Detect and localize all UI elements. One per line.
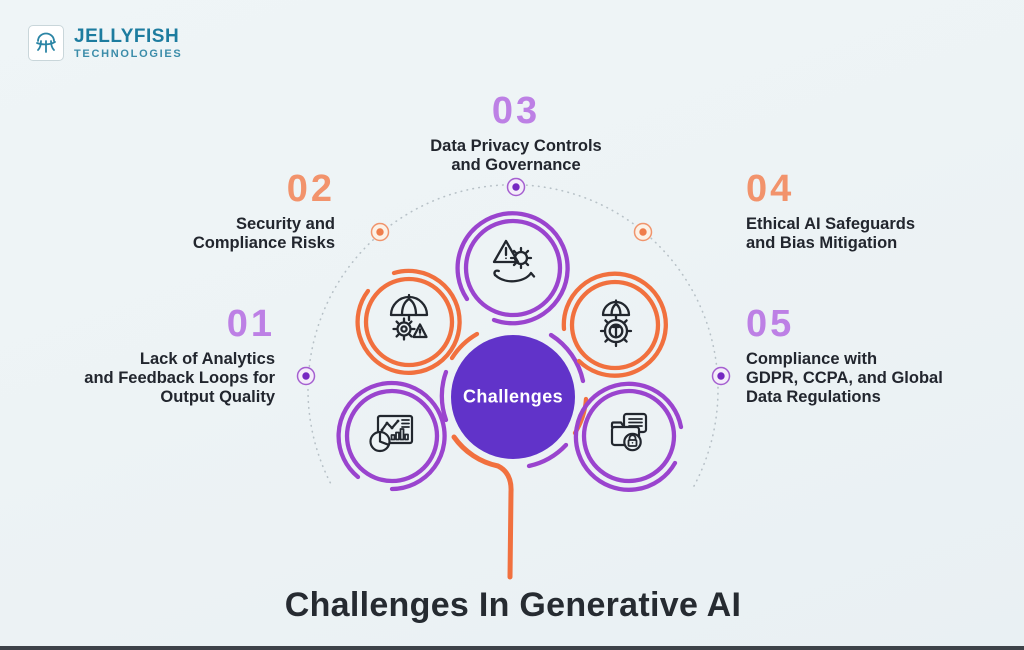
jellyfish-icon — [36, 32, 56, 53]
brand-name: JELLYFISH — [74, 25, 180, 47]
satellite-rings — [336, 211, 684, 492]
item-02: 02 Security and Compliance Risks — [120, 170, 335, 253]
item-01-number: 01 — [226, 303, 275, 345]
marker-dot-04 — [633, 222, 653, 242]
bottom-edge-bar — [0, 646, 1024, 650]
analytics-dashboard-icon — [369, 414, 414, 453]
item-05-number: 05 — [746, 303, 795, 345]
marker-dot-03 — [506, 177, 526, 197]
item-03-label-line: Data Privacy Controls — [430, 137, 602, 155]
item-02-label-line: Compliance Risks — [192, 234, 335, 252]
item-05-label-line: Data Regulations — [746, 388, 881, 406]
center-label: Challenges — [462, 386, 564, 407]
item-05-label-line: GDPR, CCPA, and Global — [746, 369, 943, 387]
umbrella-gear-balance-icon — [599, 299, 633, 348]
folder-lock-icon — [610, 412, 648, 452]
item-02-label-line: Security and — [235, 215, 335, 233]
marker-dot-01 — [296, 366, 316, 386]
item-02-number: 02 — [286, 168, 335, 210]
satellite-ring-04 — [561, 271, 668, 378]
item-01-label-line: Lack of Analytics — [139, 350, 275, 368]
item-03-label-line: and Governance — [451, 156, 581, 174]
marker-dot-02 — [370, 222, 390, 242]
item-01: 01 Lack of Analytics and Feedback Loops … — [35, 305, 275, 407]
center-circle — [451, 335, 575, 459]
marker-dot-05 — [711, 366, 731, 386]
satellite-ring-03 — [455, 211, 570, 326]
stem-connector — [451, 434, 514, 580]
brand-logo: JELLYFISH TECHNOLOGIES — [28, 25, 182, 61]
umbrella-gear-risk-icon — [389, 293, 429, 341]
hand-warning-gear-icon — [492, 239, 536, 283]
item-04: 04 Ethical AI Safeguards and Bias Mitiga… — [746, 170, 996, 253]
satellite-ring-01 — [336, 380, 447, 492]
item-01-label-line: and Feedback Loops for — [84, 369, 275, 387]
item-05: 05 Compliance with GDPR, CCPA, and Globa… — [746, 305, 996, 407]
logo-box — [28, 25, 64, 61]
item-04-label-line: Ethical AI Safeguards — [746, 215, 916, 233]
item-01-label-line: Output Quality — [160, 388, 275, 406]
dotted-orbit — [307, 184, 719, 487]
item-04-label-line: and Bias Mitigation — [746, 234, 898, 252]
item-03-number: 03 — [491, 90, 541, 132]
orbit-markers — [296, 177, 731, 386]
satellite-ring-02 — [355, 268, 462, 375]
item-05-label-line: Compliance with — [746, 350, 878, 368]
satellite-ring-05 — [573, 381, 684, 492]
brand-subname: TECHNOLOGIES — [74, 47, 183, 60]
item-04-number: 04 — [746, 168, 795, 210]
item-03: 03 Data Privacy Controls and Governance — [386, 92, 646, 175]
page-title: Challenges In Generative AI — [284, 586, 742, 624]
